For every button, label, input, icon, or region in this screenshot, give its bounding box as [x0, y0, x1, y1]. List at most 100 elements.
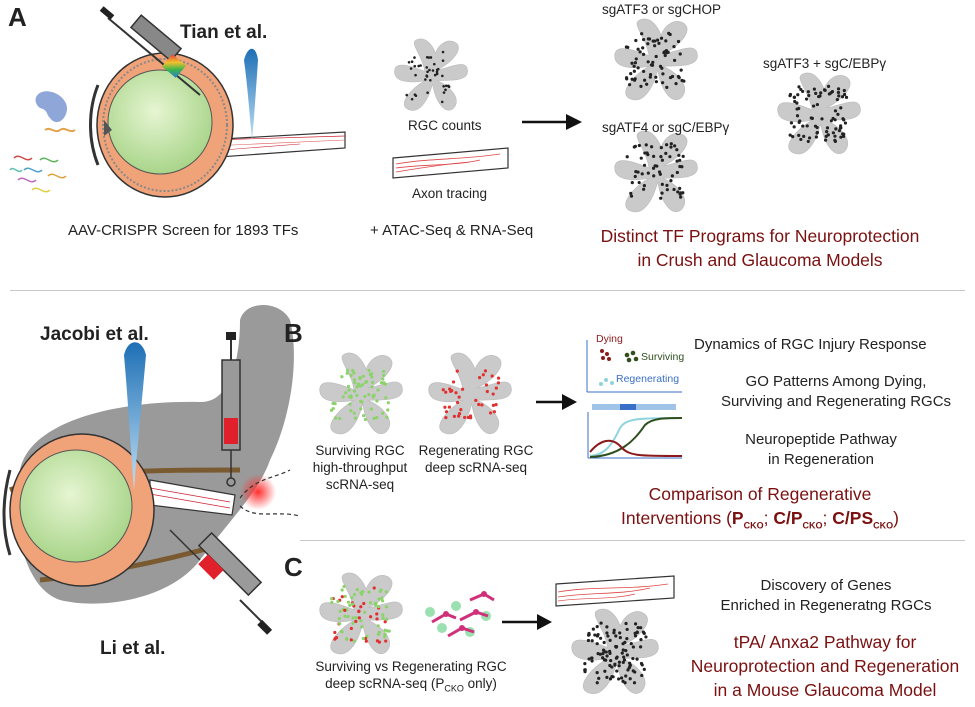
rgc-dot [345, 371, 349, 375]
rgc-dot [620, 651, 624, 655]
rgc-dot [612, 628, 616, 632]
rgc-dot [798, 119, 802, 123]
rgc-dot [593, 633, 597, 637]
rgc-dot [838, 126, 843, 130]
rgc-dot [663, 53, 667, 58]
rgc-dot [659, 146, 663, 150]
protein-icon [35, 91, 76, 133]
retina-regenerating-red [428, 352, 512, 435]
rgc-dot [382, 369, 386, 373]
rgc-dot [340, 588, 344, 592]
rgc-dot [432, 62, 436, 66]
rgc-dot [642, 184, 646, 188]
rgc-dot [413, 64, 417, 68]
rgc-dot [659, 155, 663, 159]
rgc-dot [351, 616, 355, 620]
rgc-dot [602, 649, 606, 653]
rgc-dot [372, 416, 376, 420]
rgc-dot [612, 631, 616, 635]
rgc-dot [669, 178, 673, 183]
rgc-dot [359, 619, 363, 623]
rgc-dot [441, 50, 445, 54]
rgc-dot [407, 60, 411, 64]
rgc-dot [427, 56, 431, 59]
rgc-dot [383, 620, 387, 624]
rgc-dot [413, 93, 417, 96]
rgc-dot [341, 395, 345, 399]
rgc-dot [595, 625, 599, 629]
rgc-dot [815, 130, 819, 135]
rgc-dot [444, 84, 448, 88]
term-cp: C/PCKO [773, 508, 822, 531]
rgc-dot [431, 69, 435, 72]
term-p: PCKO [732, 508, 764, 531]
rgc-dot [601, 656, 605, 660]
rgc-dot [630, 77, 634, 81]
rgc-dot [440, 100, 444, 104]
rgc-dot [352, 592, 357, 597]
rgc-dot [633, 622, 638, 626]
rgc-dot [622, 658, 627, 662]
rgc-dot [375, 399, 379, 403]
conclusion-c-line3: in a Mouse Glaucoma Model [713, 680, 937, 700]
rgc-dot [442, 91, 446, 94]
rgc-dot [840, 95, 845, 99]
rgc-dot [834, 127, 838, 131]
rgc-dots-b [329, 368, 501, 422]
rgc-dot [640, 663, 644, 667]
rgc-dot [387, 629, 391, 633]
rgc-dot [617, 664, 621, 668]
rgc-dot [425, 74, 428, 78]
rgc-dot [444, 390, 448, 394]
rgc-dot [674, 81, 678, 86]
rgc-dot [447, 84, 450, 88]
rgc-dot [346, 600, 351, 604]
rgc-dot [657, 41, 661, 45]
rgc-dot [334, 416, 338, 420]
panel-letter-c: C [284, 552, 303, 582]
sep-2: ; [822, 508, 833, 528]
author-jacobi: Jacobi et al. [40, 324, 149, 345]
rgc-dot [369, 372, 374, 376]
panel-letter-b: B [284, 318, 303, 348]
rgc-dot [353, 381, 357, 385]
rgc-dot [496, 376, 501, 380]
retina-sgatf4-sgcebpg [614, 130, 698, 213]
rgc-dot [383, 635, 387, 639]
rgc-dot [491, 403, 496, 408]
rgc-dot [677, 153, 681, 157]
rgc-dot [634, 38, 638, 43]
rgc-dot [635, 657, 639, 661]
rgc-dot [410, 60, 414, 64]
rgc-dot [363, 636, 368, 641]
rgc-dot [355, 588, 359, 592]
rgc-dot [583, 668, 587, 672]
rgc-dot [330, 597, 334, 601]
conclusion-b-prefix: Interventions ( [621, 508, 732, 528]
rgc-dot [621, 648, 625, 652]
rgc-dot [492, 410, 496, 414]
rgc-dot [441, 74, 444, 78]
rgc-dot [332, 401, 336, 405]
legend-regenerating: Regenerating [616, 373, 680, 385]
rgc-dot [370, 375, 374, 379]
rgc-dot [455, 369, 459, 373]
rgc-dot [590, 656, 594, 660]
rgc-dot [837, 129, 841, 133]
rgc-dot [417, 64, 420, 68]
rgc-dot [349, 626, 353, 631]
rgc-dot [339, 629, 344, 633]
rgc-dot [609, 658, 613, 663]
assays-label: + ATAC-Seq & RNA-Seq [370, 222, 534, 239]
rgc-dot [660, 182, 664, 186]
rgc-dot [678, 52, 682, 56]
rgc-dot [676, 74, 681, 79]
finding-c-line1: Discovery of Genes [760, 577, 892, 594]
rgc-dot [829, 91, 833, 95]
rgc-dot [675, 159, 679, 163]
rgc-dot [672, 44, 676, 49]
rgc-dot [829, 119, 833, 123]
rgc-dot [364, 380, 368, 385]
legend-dying: Dying [596, 333, 623, 345]
rgc-dot [642, 78, 647, 82]
